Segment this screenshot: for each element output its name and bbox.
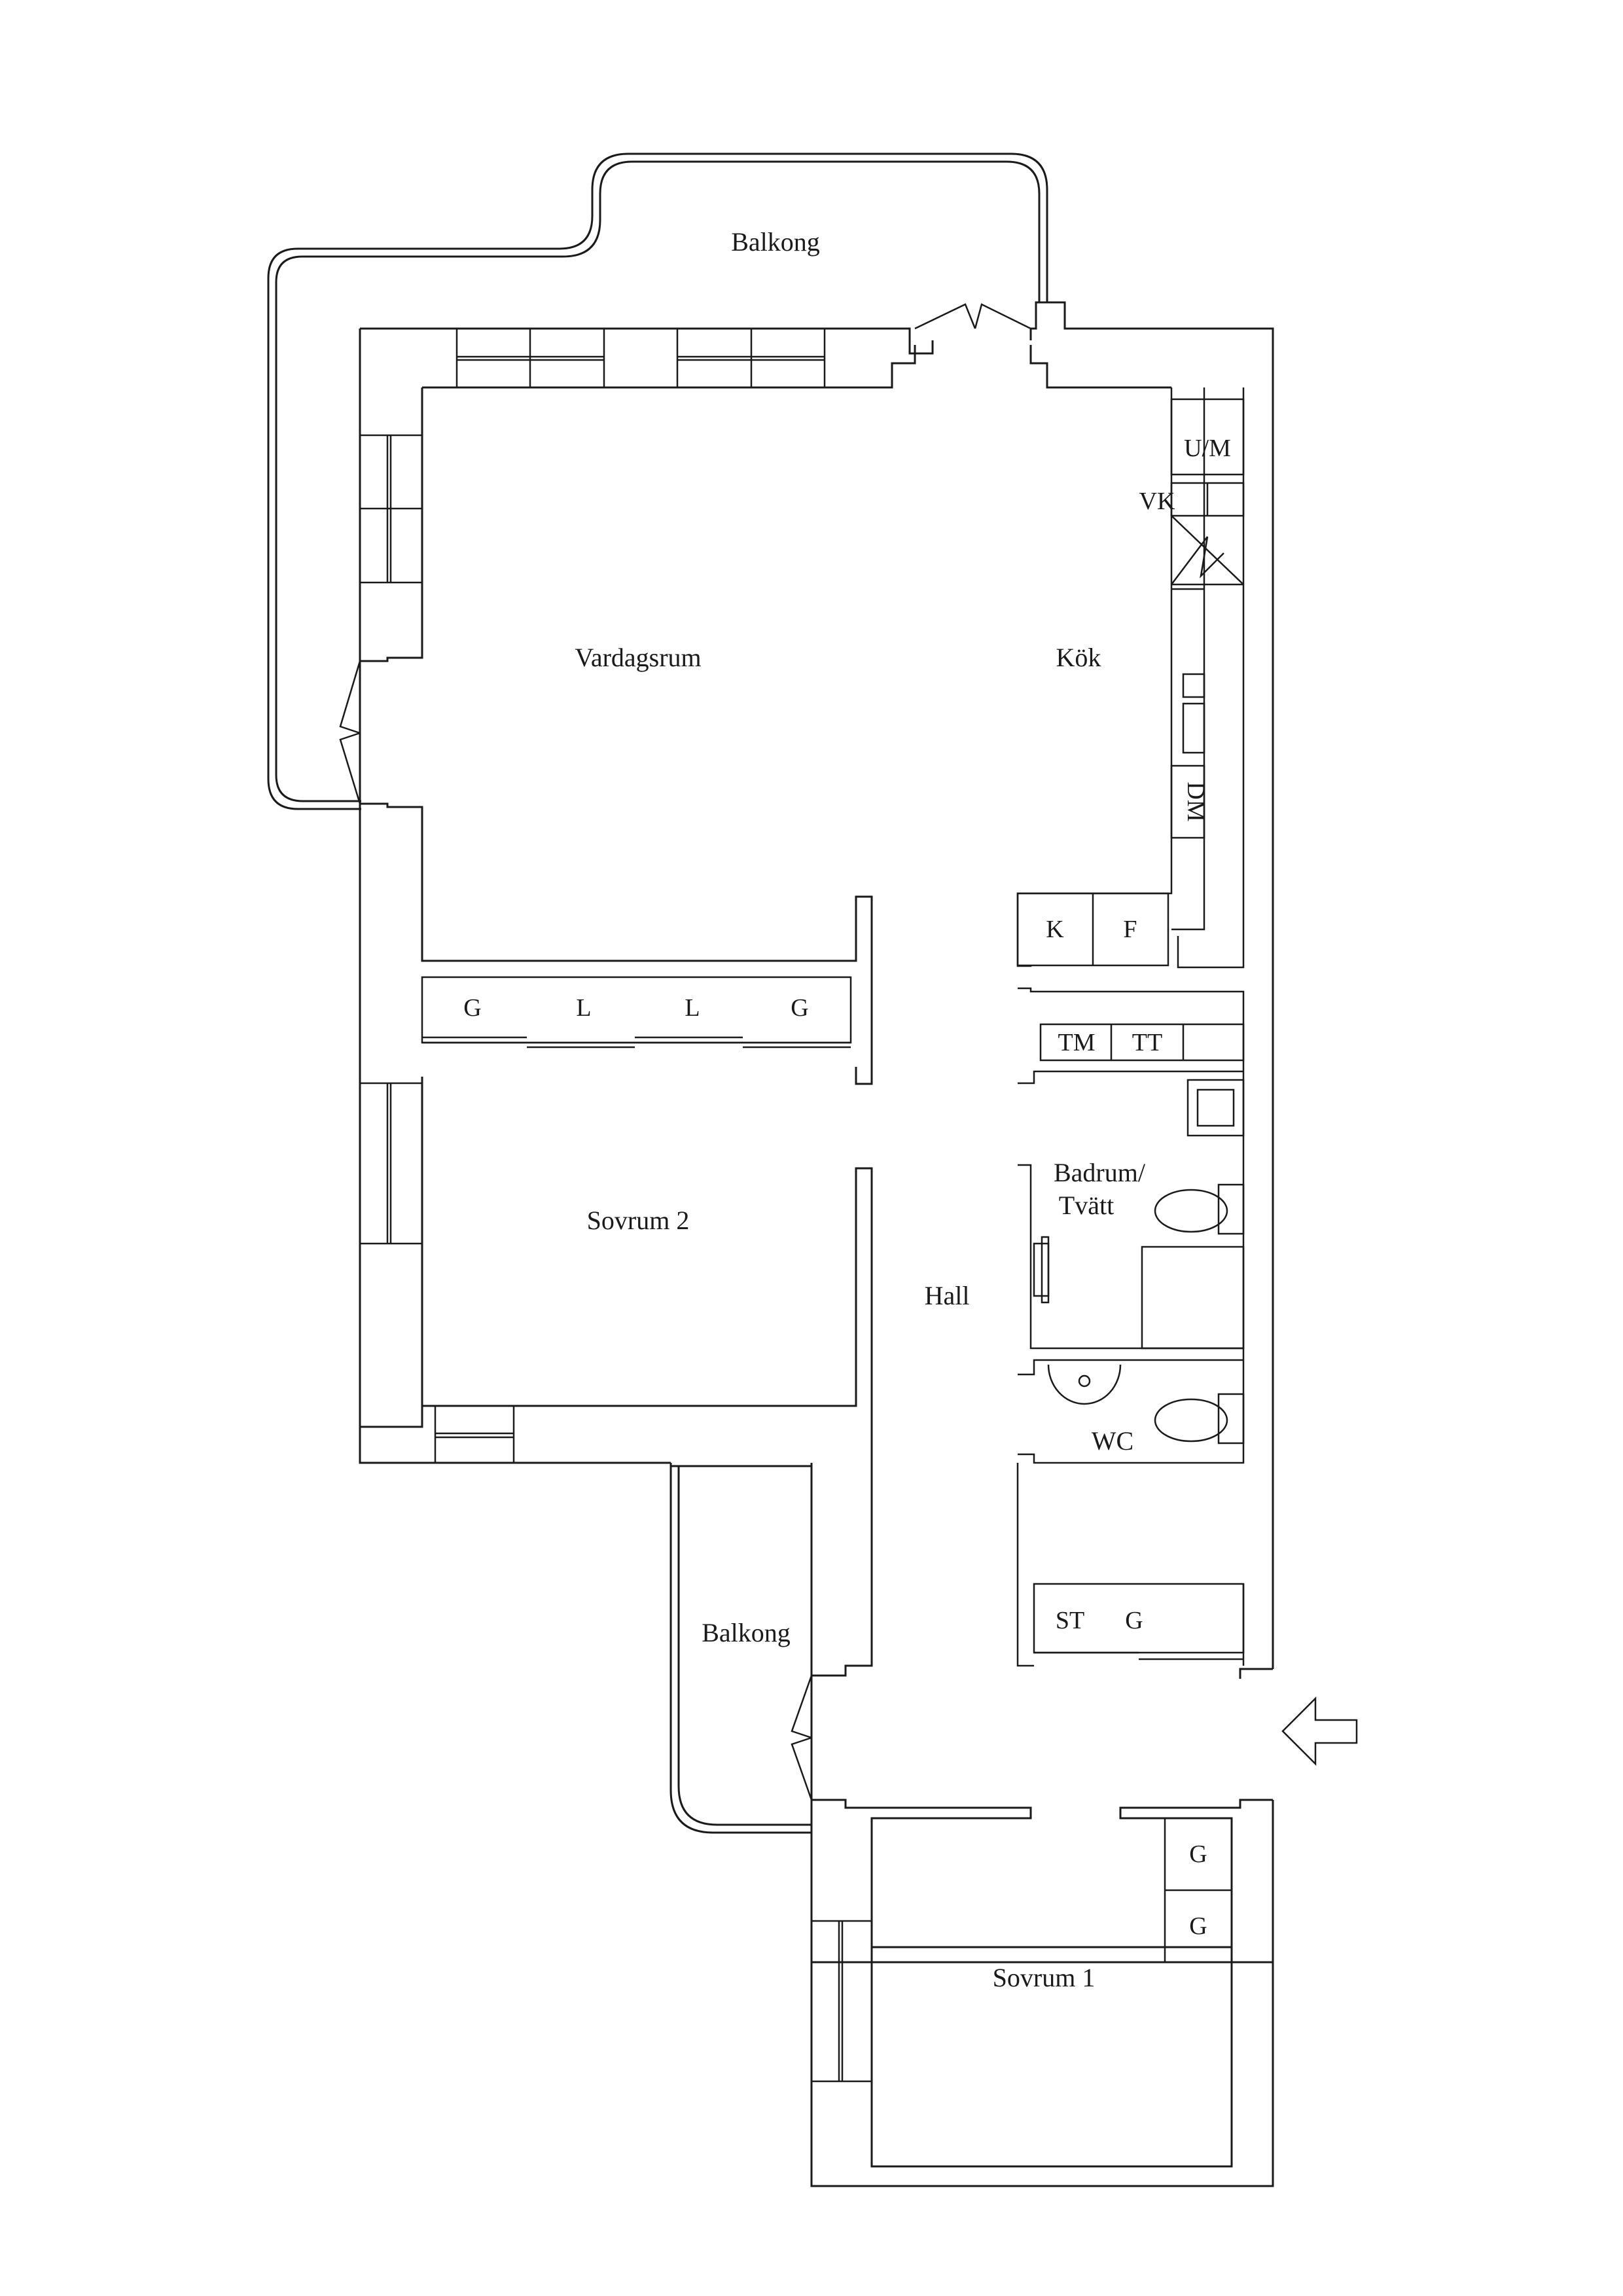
bathroom-label-line2: Tvätt	[1059, 1191, 1114, 1220]
kitchen-label: Kök	[1056, 643, 1101, 672]
fridge-label: K	[1046, 916, 1064, 943]
hall-wardrobe-label: G	[1125, 1607, 1143, 1634]
bedroom-2-windows	[359, 1082, 515, 1464]
balcony-lower-railing	[669, 1466, 812, 1834]
kitchen-counter	[1016, 387, 1245, 969]
cleaning-cabinet-label: ST	[1056, 1607, 1084, 1634]
bedroom-1-wardrobe-label-1: G	[1189, 1840, 1207, 1868]
wc-label: WC	[1092, 1426, 1133, 1456]
wardrobe-label-2: L	[576, 994, 591, 1022]
balcony-door-lower	[791, 1675, 813, 1801]
bathroom-label-line1: Badrum/	[1054, 1158, 1146, 1187]
tumble-dryer-label: TT	[1132, 1029, 1162, 1056]
entrance-arrow-icon	[1281, 1696, 1358, 1767]
bedroom-1-label: Sovrum 1	[993, 1963, 1096, 1992]
bedroom-1-wardrobe-label-2: G	[1189, 1912, 1207, 1940]
exterior-walls	[359, 301, 1274, 1964]
bedroom-1-walls	[810, 1800, 1274, 2187]
bathroom-block	[1018, 987, 1245, 1464]
wardrobe-label-4: G	[791, 994, 808, 1022]
wardrobe-row	[421, 976, 852, 1049]
dishwasher-label: DM	[1182, 781, 1209, 821]
hall-storage	[1016, 1463, 1245, 1667]
hall-label: Hall	[925, 1281, 970, 1310]
balcony-top-railing	[267, 152, 1048, 810]
balcony-door-top	[914, 303, 1031, 330]
balcony-lower-label: Balkong	[702, 1618, 791, 1647]
bedroom-2-label: Sovrum 2	[587, 1206, 690, 1235]
oven-microwave-label: U/M	[1184, 435, 1231, 462]
wardrobe-label-1: G	[463, 994, 481, 1022]
freezer-label: F	[1123, 916, 1137, 943]
living-room-windows	[359, 327, 826, 584]
living-room-label: Vardagsrum	[575, 643, 701, 672]
wardrobe-label-3: L	[685, 994, 700, 1022]
washing-machine-label: TM	[1058, 1029, 1096, 1056]
water-heater-label: VK	[1139, 488, 1175, 515]
bedroom-1-window	[810, 1920, 873, 2083]
balcony-door-side	[339, 660, 361, 804]
balcony-top-label: Balkong	[731, 227, 820, 257]
